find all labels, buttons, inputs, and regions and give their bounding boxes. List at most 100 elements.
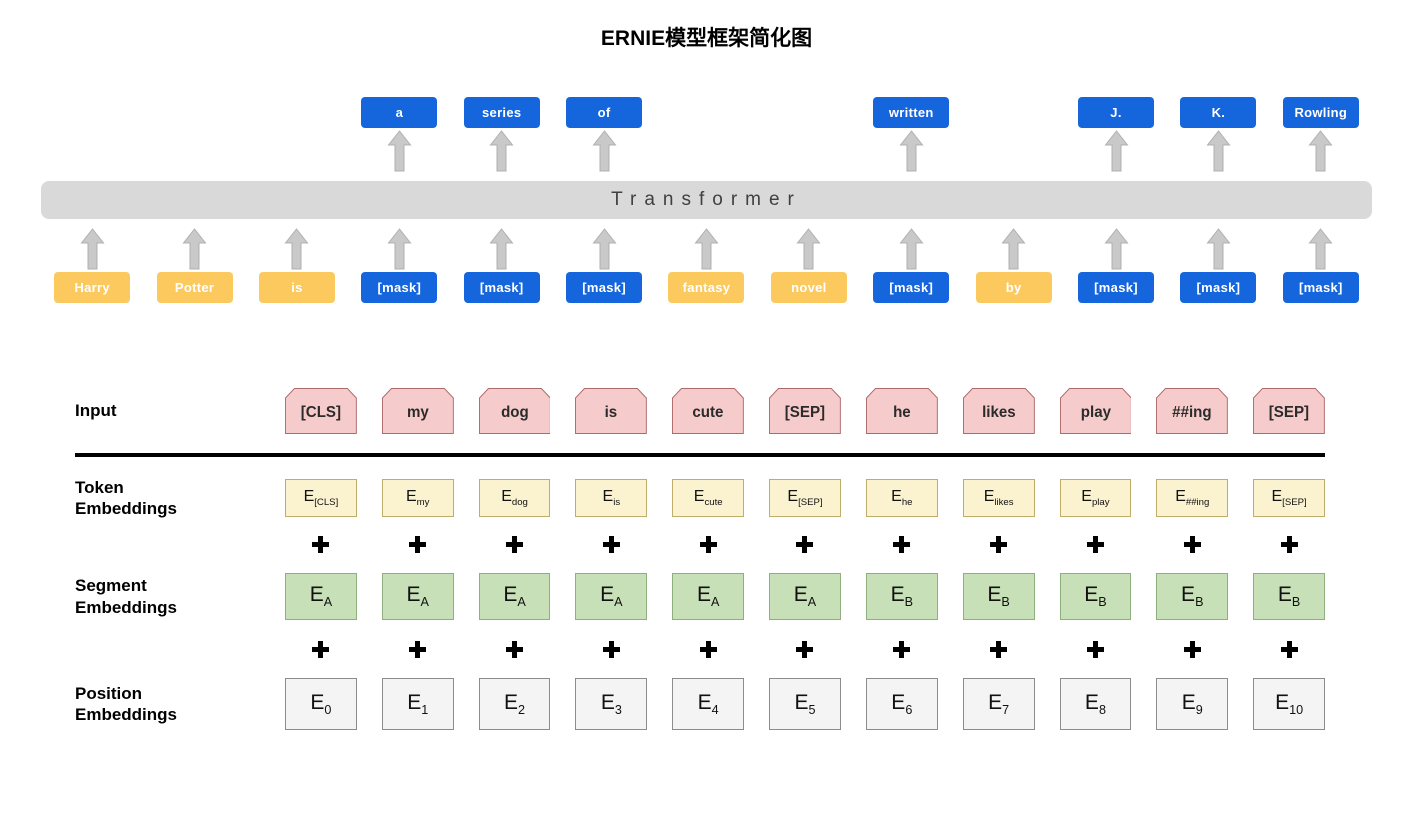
top-input-cell: is	[246, 272, 348, 303]
segment-embedding-box: EA	[769, 573, 841, 620]
svg-text:is: is	[605, 404, 618, 421]
token-embedding-cell: E[SEP]	[769, 479, 841, 518]
up-arrow-icon	[1001, 228, 1026, 270]
input-token-shape: is	[575, 388, 648, 434]
segment-embedding-box: EA	[285, 573, 357, 620]
top-input-cell: [mask]	[1065, 272, 1167, 303]
up-arrow-icon	[592, 130, 617, 172]
plus-cell	[479, 640, 551, 658]
position-embedding-cell: E10	[1253, 678, 1325, 730]
plus-cell	[1060, 535, 1132, 553]
output-token-cell: series	[451, 96, 553, 128]
segment-embedding-cell: EA	[381, 573, 454, 620]
up-arrow-icon	[1206, 130, 1231, 172]
up-arrow-icon	[387, 228, 412, 270]
plus-cell	[575, 640, 647, 658]
svg-text:he: he	[893, 404, 911, 421]
token-embedding-box: Elikes	[962, 479, 1035, 518]
input-token-shape: cute	[672, 388, 745, 434]
output-token-cell: Rowling	[1270, 96, 1372, 128]
plus-icon	[796, 535, 814, 553]
input-token-cell: my	[381, 388, 454, 434]
token-embedding-cell: E[SEP]	[1253, 479, 1325, 518]
position-embedding-box: E2	[478, 678, 551, 730]
input-token-cell: [SEP]	[769, 388, 841, 434]
plus-icon	[796, 640, 814, 658]
plus-cell	[382, 535, 454, 553]
up-arrow-icon	[80, 228, 105, 270]
plus-cell	[963, 535, 1035, 553]
plus-cell	[672, 535, 744, 553]
plus-icon	[312, 640, 330, 658]
up-arrow-icon	[1308, 130, 1333, 172]
token-embedding-cell: Emy	[381, 479, 454, 518]
top-input-cell: [mask]	[451, 272, 553, 303]
plus-icon	[1280, 535, 1298, 553]
input-token-shape: dog	[478, 388, 551, 434]
input-token-cell: play	[1059, 388, 1132, 434]
token-embedding-cell: Elikes	[962, 479, 1035, 518]
segment-embedding-cell: EB	[1253, 573, 1325, 620]
svg-text:[SEP]: [SEP]	[785, 404, 825, 421]
svg-text:likes: likes	[982, 404, 1016, 421]
token-embedding-cell: Eplay	[1059, 479, 1132, 518]
svg-text:my: my	[407, 404, 429, 421]
segment-embedding-box: EB	[865, 573, 938, 620]
input-arrow-cell	[758, 226, 860, 272]
position-embedding-cell: E4	[672, 678, 745, 730]
token-embedding-cell: Edog	[478, 479, 551, 518]
segment-embedding-box: EA	[381, 573, 454, 620]
plus-cell	[672, 640, 744, 658]
output-token: K.	[1180, 96, 1257, 128]
input-token-shape: he	[865, 388, 938, 434]
up-arrow-icon	[489, 130, 514, 172]
top-input-token: [mask]	[566, 272, 643, 303]
segment-embedding-cell: EA	[575, 573, 648, 620]
position-embedding-box: E0	[285, 678, 357, 730]
plus-cell	[866, 640, 938, 658]
segment-embedding-cell: EA	[285, 573, 357, 620]
output-token-cell: K.	[1167, 96, 1269, 128]
input-arrow-cell	[1065, 226, 1167, 272]
segment-embeddings-label: Segment Embeddings	[75, 576, 178, 617]
position-embedding-box: E5	[769, 678, 841, 730]
position-embedding-cell: E2	[478, 678, 551, 730]
output-token-cell: written	[860, 96, 962, 128]
position-embedding-box: E1	[381, 678, 454, 730]
top-input-cell: Harry	[41, 272, 143, 303]
input-token-shape: ##ing	[1156, 388, 1229, 434]
up-arrow-icon	[899, 130, 924, 172]
token-embedding-cell: Ecute	[672, 479, 745, 518]
top-input-token: [mask]	[873, 272, 950, 303]
plus-cell	[1156, 535, 1228, 553]
segment-embedding-box: EA	[672, 573, 745, 620]
plus-row-1	[75, 515, 1325, 573]
position-embedding-box: E10	[1253, 678, 1325, 730]
up-arrow-icon	[1206, 228, 1231, 270]
input-arrow-cell	[1270, 226, 1372, 272]
segment-embedding-cell: EB	[1156, 573, 1229, 620]
plus-cell	[285, 640, 357, 658]
input-token-cell: dog	[478, 388, 551, 434]
position-embedding-box: E8	[1059, 678, 1132, 730]
svg-text:cute: cute	[693, 404, 724, 421]
svg-text:[CLS]: [CLS]	[301, 404, 341, 421]
input-arrow-cell	[655, 226, 757, 272]
plus-icon	[409, 640, 427, 658]
output-token: a	[361, 96, 438, 128]
position-embedding-box: E9	[1156, 678, 1229, 730]
input-arrow-cell	[451, 226, 553, 272]
transformer-bar: Transformer	[41, 181, 1372, 219]
input-arrow-cell	[348, 226, 450, 272]
input-token-cell: cute	[672, 388, 745, 434]
plus-icon	[699, 640, 717, 658]
output-token: written	[873, 96, 950, 128]
segment-embedding-box: EB	[1253, 573, 1325, 620]
input-arrow-cell	[1167, 226, 1269, 272]
segment-embedding-cell: EB	[1059, 573, 1132, 620]
